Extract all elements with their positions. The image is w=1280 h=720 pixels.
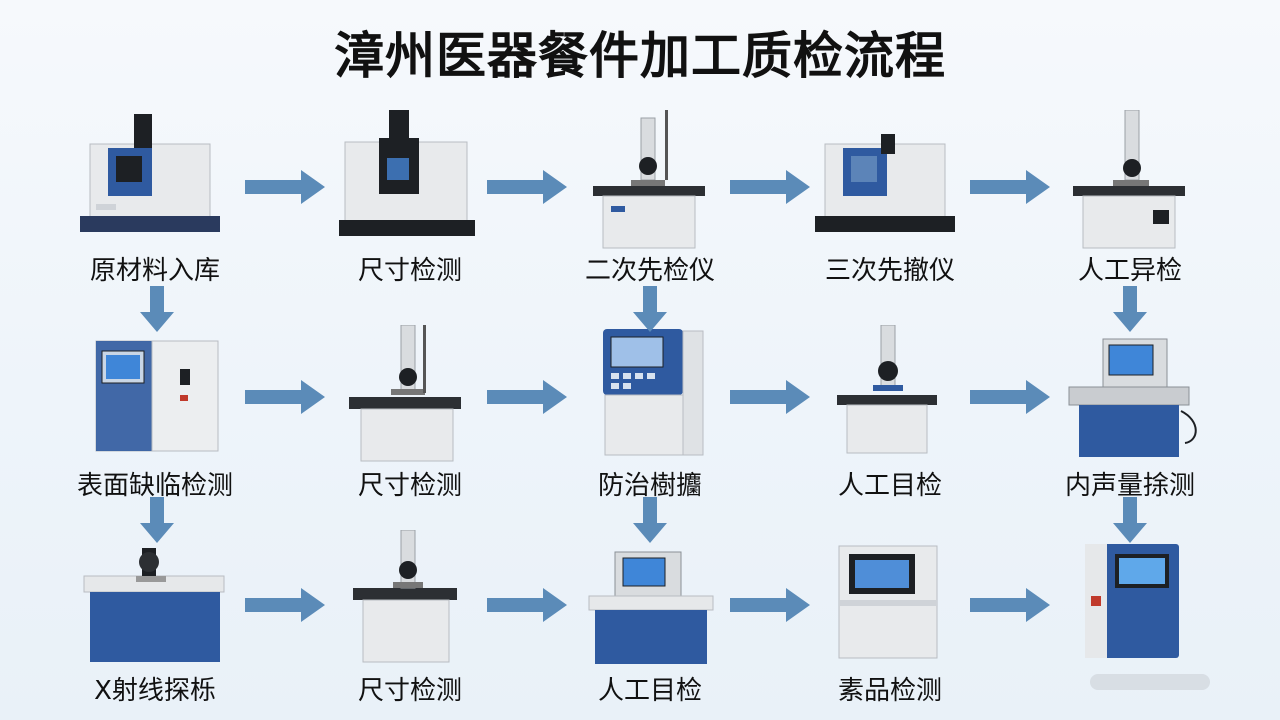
arrow-right-icon [730, 170, 810, 204]
step-label: 尺寸检测 [357, 676, 462, 706]
step-label: 素品检测 [837, 676, 942, 706]
bench-microscope-icon [593, 110, 705, 249]
cabinet-scanner-dark-icon [339, 110, 475, 236]
step-label: 二次先检仪 [584, 256, 715, 286]
arrow-right-icon [487, 170, 567, 204]
step-internal-acoustic-test: 内声量捈测 [1010, 325, 1250, 515]
step-dimension-inspection-3: 尺寸检测 [290, 530, 530, 720]
step-xray-inspection: X射线探栎 [35, 530, 275, 720]
step-surface-defect-inspection: 表面缺临检测 [35, 325, 275, 515]
monitor-cabinet-icon [838, 545, 938, 659]
arrow-right-icon [970, 170, 1050, 204]
cabinet-scanner-icon [815, 134, 955, 232]
arrow-right-icon [245, 380, 325, 414]
step-label: 内声量捈测 [1064, 471, 1195, 501]
step-anti-corrosion: 防治樹攟 [530, 325, 770, 515]
arrow-right-icon [245, 588, 325, 622]
bench-microscope-icon [1073, 110, 1185, 249]
arrow-right-icon [245, 170, 325, 204]
cabinet-scanner-icon [80, 114, 220, 232]
desk-monitor-icon [1068, 338, 1197, 457]
blue-monitor-station-icon [588, 551, 714, 664]
step-label: 人工目检 [837, 471, 942, 501]
step-label: 表面缺临检测 [76, 471, 233, 501]
step-label: 尺寸检测 [357, 471, 462, 501]
arrow-right-icon [487, 380, 567, 414]
arrow-down-icon [1113, 286, 1147, 332]
step-product-inspection: 素品检测 [770, 530, 1010, 720]
step-secondary-check: 二次先检仪 [530, 110, 770, 300]
arrow-right-icon [970, 588, 1050, 622]
control-kiosk-icon [603, 329, 704, 456]
arrow-down-icon [1113, 497, 1147, 543]
bench-microscope-icon [353, 530, 457, 663]
step-visual-inspection-2: 人工目检 [530, 530, 770, 720]
step-label: 尺寸检测 [357, 256, 462, 286]
arrow-down-icon [140, 286, 174, 332]
arrow-down-icon [633, 497, 667, 543]
step-label: X射线探栎 [94, 676, 216, 706]
step-manual-check: 人工异检 [1010, 110, 1250, 300]
step-final-station [1010, 530, 1250, 720]
page-title: 漳州医器餐件加工质检流程 [334, 27, 946, 85]
arrow-right-icon [730, 588, 810, 622]
bench-microscope-icon [837, 325, 937, 454]
arrow-down-icon [633, 286, 667, 332]
step-dimension-inspection-2: 尺寸检测 [290, 325, 530, 515]
step-label: 防治樹攟 [597, 471, 702, 501]
arrow-down-icon [140, 497, 174, 543]
tall-console-icon [95, 340, 219, 452]
step-label: 原材料入库 [89, 256, 220, 286]
step-visual-inspection-1: 人工目检 [770, 325, 1010, 515]
step-dimension-inspection-1: 尺寸检测 [290, 110, 530, 300]
bench-microscope-icon [349, 325, 461, 462]
arrow-right-icon [730, 380, 810, 414]
step-label: 人工目检 [597, 676, 702, 706]
step-label: 三次先撤仪 [824, 256, 955, 286]
step-raw-material-intake: 原材料入库 [35, 110, 275, 300]
blue-bench-microscope-icon [83, 548, 225, 662]
step-label: 人工异检 [1077, 256, 1182, 286]
arrow-right-icon [970, 380, 1050, 414]
watermark-blur [1090, 674, 1210, 690]
step-tertiary-check: 三次先撤仪 [770, 110, 1010, 300]
blue-kiosk-icon [1085, 544, 1179, 658]
arrow-right-icon [487, 588, 567, 622]
